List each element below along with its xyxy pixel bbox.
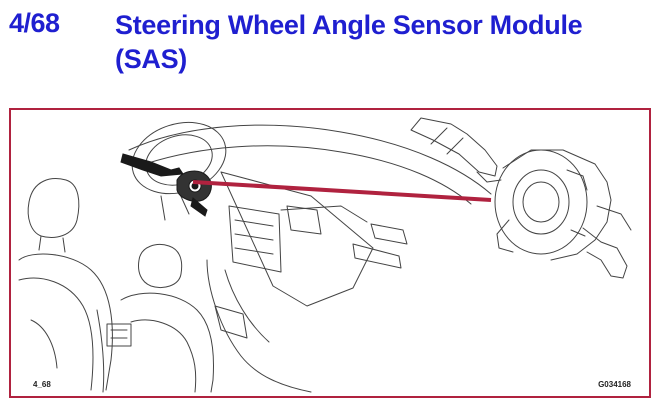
slide-title: Steering Wheel Angle Sensor Module (SAS) [115,10,583,74]
rear-seat-drawing [96,244,214,393]
sas-module-detail-drawing [410,117,632,279]
illustration-frame: 4_68 G034168 [9,108,651,398]
car-interior-illustration [18,117,632,393]
page-number: 4/68 [9,8,60,38]
callout-line [192,180,492,202]
figure-reference-label: 4_68 [33,380,51,389]
figure-code-label: G034168 [598,380,631,389]
front-seat-drawing [18,178,113,391]
dashboard-drawing [128,124,492,393]
